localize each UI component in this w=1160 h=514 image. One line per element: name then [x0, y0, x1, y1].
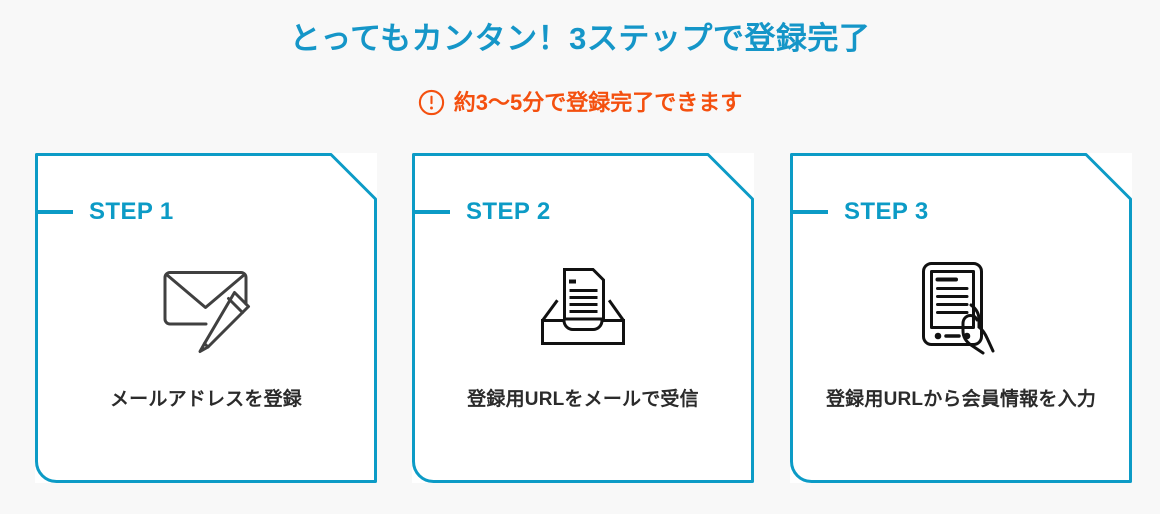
step-1-label-row: STEP 1: [35, 198, 174, 226]
step-card-2-body: STEP 2: [412, 153, 754, 483]
step-dash-icon: [412, 210, 450, 214]
exclamation-circle-icon: [418, 89, 445, 116]
step-2-caption: 登録用URLをメールで受信: [467, 389, 699, 410]
tablet-hand-icon: [790, 256, 1132, 356]
step-card-3[interactable]: STEP 3: [790, 153, 1132, 483]
step-card-1-body: STEP 1: [35, 153, 377, 483]
page-title: とってもカンタン！3ステップで登録完了: [289, 21, 871, 56]
steps-card-row: STEP 1: [35, 153, 1133, 485]
time-estimate-note: 約3〜5分で登録完了できます: [0, 89, 1160, 116]
step-card-2[interactable]: STEP 2: [412, 153, 754, 483]
step-3-caption: 登録用URLから会員情報を入力: [825, 389, 1097, 410]
time-estimate-text: 約3〜5分で登録完了できます: [453, 89, 743, 115]
step-2-label-row: STEP 2: [412, 198, 551, 226]
step-2-label: STEP 2: [466, 198, 551, 225]
step-1-caption: メールアドレスを登録: [109, 389, 302, 410]
envelope-pencil-icon: [35, 256, 377, 356]
step-1-label: STEP 1: [89, 198, 174, 225]
step-card-3-body: STEP 3: [790, 153, 1132, 483]
step-3-label-row: STEP 3: [790, 198, 929, 226]
step-dash-icon: [35, 210, 73, 214]
step-card-1[interactable]: STEP 1: [35, 153, 377, 483]
step-3-label: STEP 3: [844, 198, 929, 225]
inbox-tray-document-icon: [412, 256, 754, 356]
step-dash-icon: [790, 210, 828, 214]
